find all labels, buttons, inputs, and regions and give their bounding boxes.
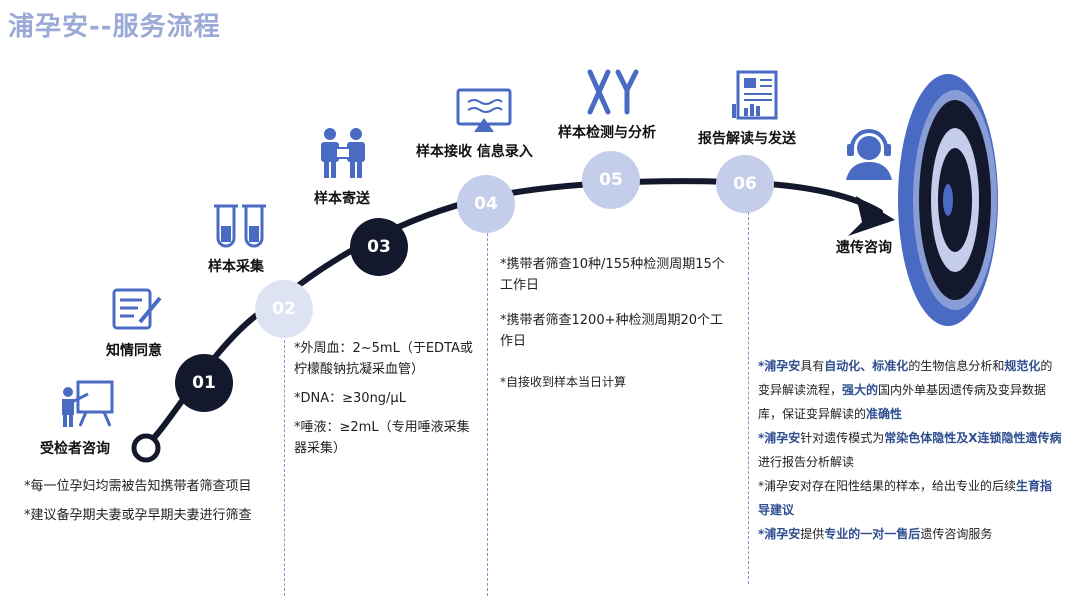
node-02: 02: [255, 280, 313, 338]
start-ring: [131, 433, 161, 463]
notes-consult: *每一位孕妇均需被告知携带者筛查项目 *建议备孕期夫妻或孕早期夫妻进行筛查: [24, 476, 282, 534]
note-item: *浦孕安具有自动化、标准化的生物信息分析和规范化的变异解读流程，强大的国内外单基…: [758, 359, 1053, 421]
delivery-people-icon: [321, 128, 365, 178]
note-item: *浦孕安提供专业的一对一售后遗传咨询服务: [758, 527, 993, 541]
target-icon: [898, 74, 998, 326]
presenter-icon: [62, 380, 114, 427]
note-item: *外周血：2~5mL（于EDTA或柠檬酸钠抗凝采血管）: [294, 341, 473, 377]
note-item: *浦孕安针对遗传模式为常染色体隐性及X连锁隐性遗传病进行报告分析解读: [758, 431, 1062, 469]
step-label-analysis: 样本检测与分析: [558, 125, 656, 141]
report-icon: [732, 70, 778, 120]
notes-sample: *外周血：2~5mL（于EDTA或柠檬酸钠抗凝采血管） *DNA：≥30ng/μ…: [294, 338, 482, 467]
monitor-icon: [456, 88, 512, 132]
step-label-genetic-counseling: 遗传咨询: [836, 240, 892, 256]
note-item: *唾液：≥2mL（专用唾液采集器采集）: [294, 420, 470, 456]
node-04: 04: [457, 175, 515, 233]
headset-agent-icon: [846, 129, 892, 180]
arrow-head-icon: [848, 196, 895, 236]
note-item: *DNA：≥30ng/μL: [294, 391, 406, 406]
test-tubes-icon: [214, 204, 266, 248]
divider: [487, 233, 488, 596]
step-label-collect: 样本采集: [208, 259, 264, 275]
note-item: *自接收到样本当日计算: [500, 375, 627, 389]
notes-report: *浦孕安具有自动化、标准化的生物信息分析和规范化的变异解读流程，强大的国内外单基…: [758, 354, 1064, 546]
divider: [284, 340, 285, 596]
node-06: 06: [716, 155, 774, 213]
note-item: *浦孕安对存在阳性结果的样本，给出专业的后续生育指导建议: [758, 479, 1053, 517]
node-01: 01: [175, 354, 233, 412]
step-label-receive: 样本接收 信息录入: [416, 144, 533, 160]
chromosome-icon: [587, 69, 639, 115]
notes-testing: *携带者筛查10种/155种检测周期15个工作日 *携带者筛查1200+种检测周…: [500, 254, 736, 401]
form-icon: [112, 288, 162, 330]
note-item: *建议备孕期夫妻或孕早期夫妻进行筛查: [24, 508, 252, 523]
step-label-consent: 知情同意: [106, 343, 162, 359]
step-label-report: 报告解读与发送: [698, 131, 796, 147]
note-item: *携带者筛查1200+种检测周期20个工作日: [500, 313, 724, 349]
step-label-ship: 样本寄送: [314, 191, 370, 207]
page-title: 浦孕安--服务流程: [8, 12, 221, 42]
note-item: *携带者筛查10种/155种检测周期15个工作日: [500, 257, 725, 293]
step-label-consult: 受检者咨询: [40, 441, 110, 457]
divider: [748, 212, 749, 584]
node-05: 05: [582, 151, 640, 209]
note-item: *每一位孕妇均需被告知携带者筛查项目: [24, 479, 252, 494]
node-03: 03: [350, 218, 408, 276]
